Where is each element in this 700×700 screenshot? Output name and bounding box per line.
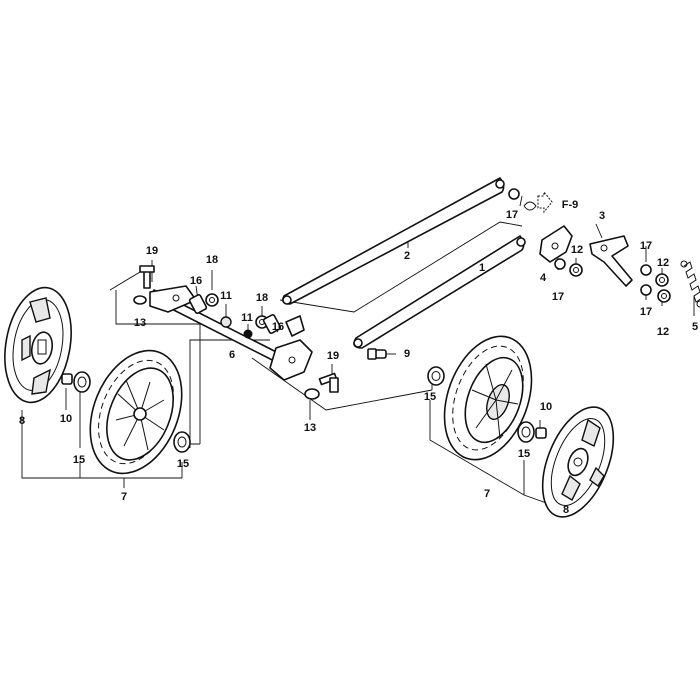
left-wheel [89,349,183,475]
callout-2: 2 [403,250,411,262]
callout-12-upper-right: 12 [656,257,670,269]
callout-15-left-outer: 15 [176,458,190,470]
callout-8-left: 8 [18,415,26,427]
callout-10-right: 10 [539,401,553,413]
left-hub-cap [4,286,72,404]
callout-6: 6 [228,349,236,361]
callout-15-right-outer: 15 [423,391,437,403]
callout-11-left: 11 [220,290,232,302]
clip-and-reference [508,188,553,214]
callout-7-left: 7 [120,491,128,503]
callout-12-lower: 12 [656,326,670,338]
callout-5: 5 [691,321,699,333]
callout-7-right: 7 [483,488,491,500]
reference-label: F-9 [561,199,579,211]
callout-16-center: 16 [271,321,285,333]
handle-rod-upper [282,177,505,305]
right-wheel [443,335,533,461]
callout-15-left-inner: 15 [72,454,86,466]
right-linkage [539,225,700,308]
callout-18-left: 18 [205,254,219,266]
callout-19-left: 19 [145,245,159,257]
callout-8-right: 8 [562,504,570,516]
left-hub-bearings [61,371,191,453]
callout-17-upper-right: 17 [639,240,653,252]
callout-11-center: 11 [241,312,253,324]
callout-17-lower-right: 17 [639,306,653,318]
callout-3: 3 [598,210,606,222]
right-hub-bearings [427,366,547,443]
right-hub-cap [541,406,615,518]
callout-18-center: 18 [255,292,269,304]
callout-4: 4 [539,272,547,284]
axle-hardware [133,265,387,400]
callout-13-center: 13 [303,422,317,434]
handle-rod-lower [353,235,526,349]
callout-19-center: 19 [326,350,340,362]
callout-9: 9 [403,348,411,360]
callout-17-bracket: 17 [551,291,565,303]
callout-1: 1 [478,262,486,274]
callout-12-upper-left: 12 [570,244,584,256]
axle-shaft [149,285,313,381]
callout-13-left: 13 [133,317,147,329]
callout-10-left: 10 [59,413,73,425]
callout-16-left: 16 [189,275,203,287]
callout-17-top: 17 [505,209,519,221]
callout-15-right-inner: 15 [517,448,531,460]
